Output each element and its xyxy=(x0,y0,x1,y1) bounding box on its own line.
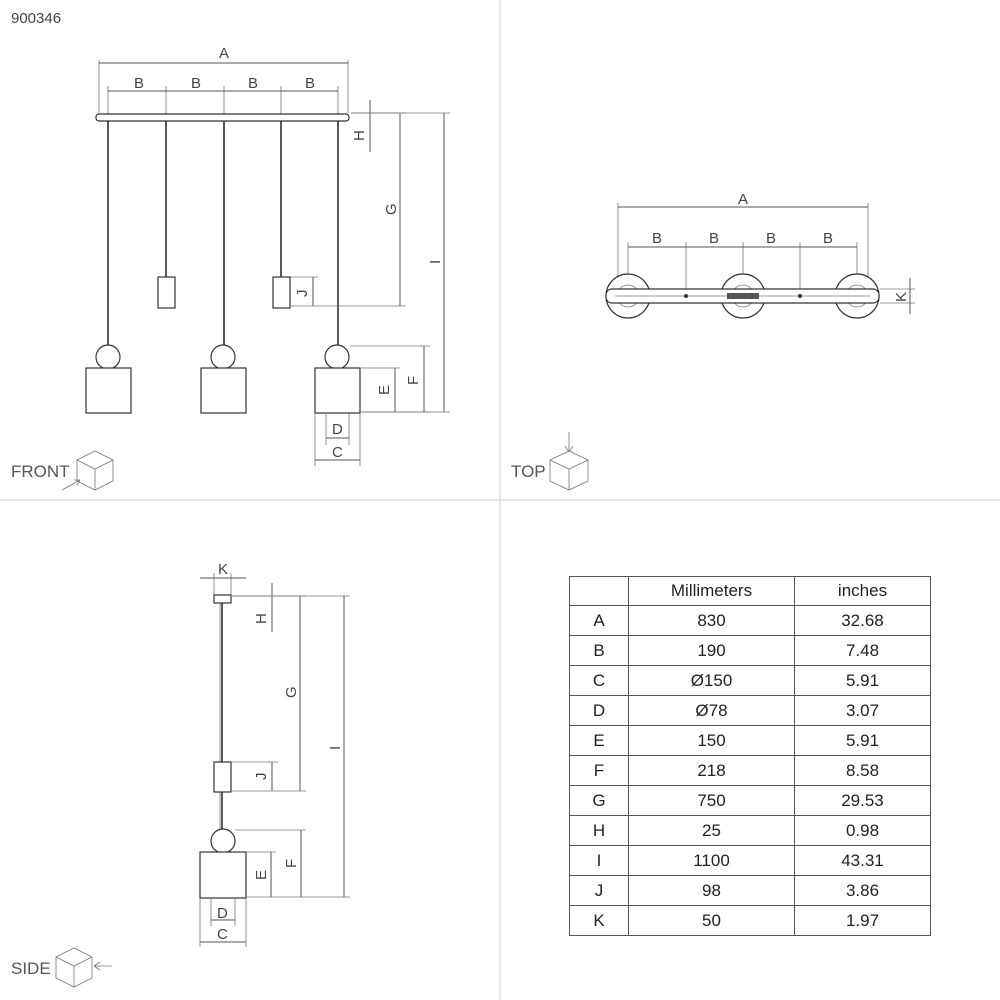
row-mm: Ø78 xyxy=(628,695,795,726)
table-header-blank xyxy=(569,576,629,606)
front-dim-a: A xyxy=(219,45,229,62)
row-key: F xyxy=(569,755,629,786)
row-mm: 750 xyxy=(628,785,795,816)
row-mm: 830 xyxy=(628,605,795,636)
side-cube-icon xyxy=(55,947,112,988)
row-key: I xyxy=(569,845,629,876)
top-dim-b-3: B xyxy=(766,230,776,247)
side-view: K H G J I E F D xyxy=(11,561,350,988)
front-dim-b-3: B xyxy=(248,75,258,92)
top-dim-b-4: B xyxy=(823,230,833,247)
row-mm: 150 xyxy=(628,725,795,756)
table-header-row: Millimeters inches xyxy=(569,576,931,606)
row-key: H xyxy=(569,815,629,846)
row-key: G xyxy=(569,785,629,816)
row-inches: 43.31 xyxy=(794,845,931,876)
row-key: B xyxy=(569,635,629,666)
side-dim-j: J xyxy=(253,773,270,781)
top-dim-a: A xyxy=(738,191,748,208)
front-cube-icon xyxy=(61,450,114,491)
front-dim-d: D xyxy=(332,421,343,438)
row-inches: 3.07 xyxy=(794,695,931,726)
row-inches: 5.91 xyxy=(794,725,931,756)
top-view-label: TOP xyxy=(511,462,546,481)
row-key: D xyxy=(569,695,629,726)
row-key: K xyxy=(569,905,629,936)
row-inches: 3.86 xyxy=(794,875,931,906)
front-dim-g: G xyxy=(383,203,400,215)
side-dim-k: K xyxy=(218,561,228,578)
side-dim-c: C xyxy=(217,926,228,943)
row-mm: 50 xyxy=(628,905,795,936)
side-dim-e: E xyxy=(253,870,270,880)
front-dim-b-1: B xyxy=(134,75,144,92)
side-dim-g: G xyxy=(283,686,300,698)
front-dim-b-4: B xyxy=(305,75,315,92)
front-view-label: FRONT xyxy=(11,462,70,481)
row-mm: 218 xyxy=(628,755,795,786)
row-inches: 32.68 xyxy=(794,605,931,636)
row-key: A xyxy=(569,605,629,636)
product-code: 900346 xyxy=(11,10,61,27)
row-key: E xyxy=(569,725,629,756)
front-dim-j: J xyxy=(294,290,311,298)
side-dim-f: F xyxy=(283,859,300,868)
table-header-inches: inches xyxy=(794,576,931,606)
front-dim-b-2: B xyxy=(191,75,201,92)
top-cube-icon xyxy=(549,432,589,491)
row-key: C xyxy=(569,665,629,696)
front-view: A B B B B H G xyxy=(11,45,450,491)
front-dim-c: C xyxy=(332,444,343,461)
front-dim-e: E xyxy=(376,385,393,395)
row-mm: 190 xyxy=(628,635,795,666)
row-inches: 8.58 xyxy=(794,755,931,786)
row-mm: 1100 xyxy=(628,845,795,876)
top-dim-k: K xyxy=(893,292,910,302)
top-dim-b-2: B xyxy=(709,230,719,247)
side-dim-h: H xyxy=(253,613,270,624)
table-header-mm: Millimeters xyxy=(628,576,795,606)
row-inches: 0.98 xyxy=(794,815,931,846)
row-mm: 25 xyxy=(628,815,795,846)
top-dim-b-1: B xyxy=(652,230,662,247)
row-key: J xyxy=(569,875,629,906)
side-dim-d: D xyxy=(217,905,228,922)
row-mm: Ø150 xyxy=(628,665,795,696)
top-view: A B B B B K TOP xyxy=(511,191,915,491)
row-inches: 1.97 xyxy=(794,905,931,936)
front-dim-i: I xyxy=(427,260,444,264)
row-inches: 7.48 xyxy=(794,635,931,666)
front-dim-f: F xyxy=(405,376,422,385)
side-dim-i: I xyxy=(327,746,344,750)
side-view-label: SIDE xyxy=(11,959,51,978)
row-inches: 5.91 xyxy=(794,665,931,696)
front-dim-h: H xyxy=(351,130,368,141)
row-mm: 98 xyxy=(628,875,795,906)
row-inches: 29.53 xyxy=(794,785,931,816)
